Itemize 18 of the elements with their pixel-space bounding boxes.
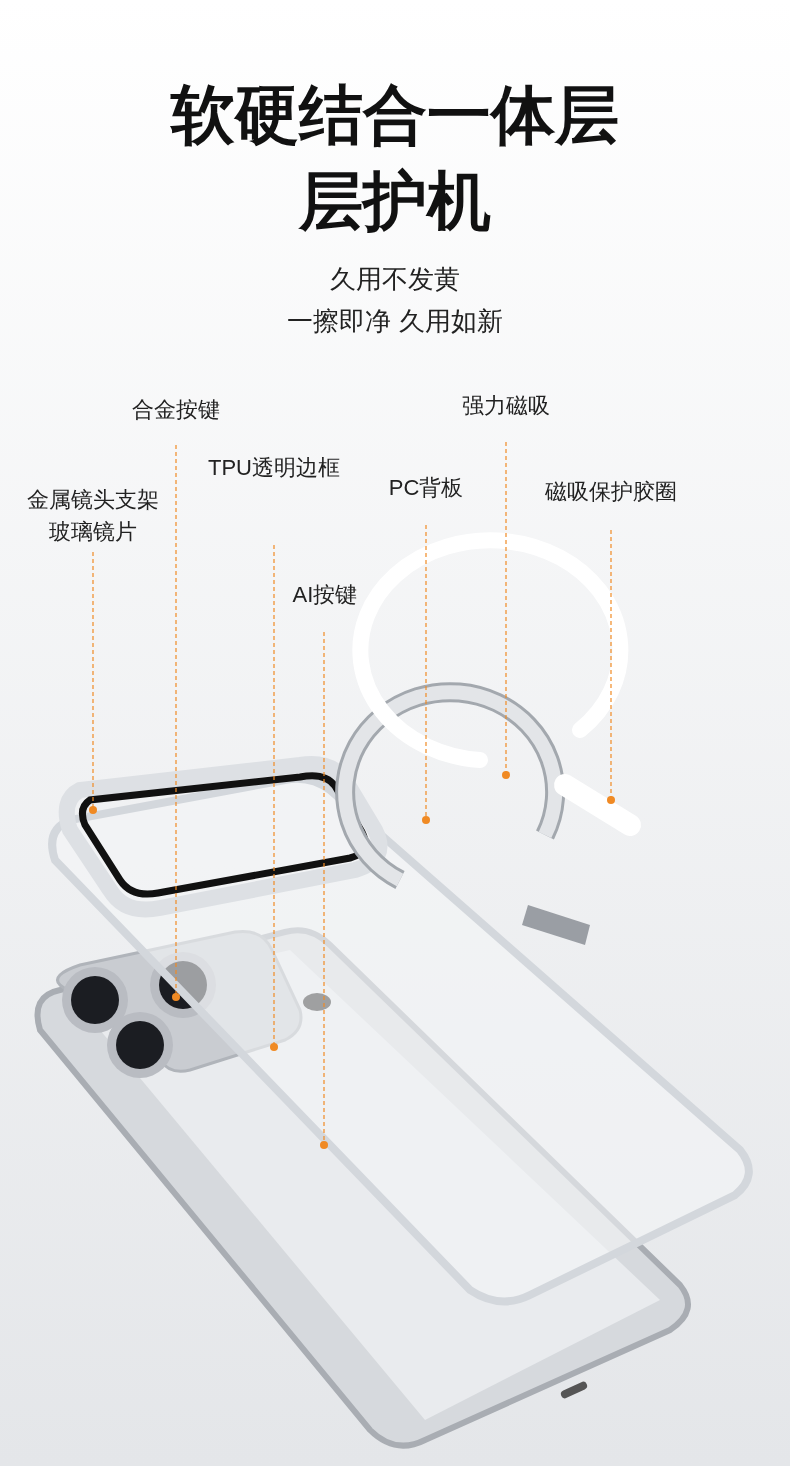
part-label: 磁吸保护胶圈 [545, 478, 677, 506]
leader-line [502, 441, 510, 779]
leader-line [89, 551, 97, 814]
leader-line [320, 631, 328, 1149]
leader-line [422, 524, 430, 824]
part-label: AI按键 [292, 581, 358, 609]
part-label: 强力磁吸 [462, 392, 550, 420]
title: 软硬结合一体层层护机 [170, 78, 620, 239]
subtitle: 久用不发黄 [329, 263, 461, 296]
leader-line [270, 544, 278, 1051]
part-label: 玻璃镜片 [49, 518, 137, 546]
part-label: 金属镜头支架 [27, 486, 159, 514]
subtitle: 一擦即净 久用如新 [286, 305, 504, 338]
part-label: 合金按键 [132, 396, 220, 424]
leader-line [172, 444, 180, 1001]
part-label: TPU透明边框 [208, 454, 340, 482]
leader-line [607, 529, 615, 804]
part-label: PC背板 [388, 474, 464, 502]
